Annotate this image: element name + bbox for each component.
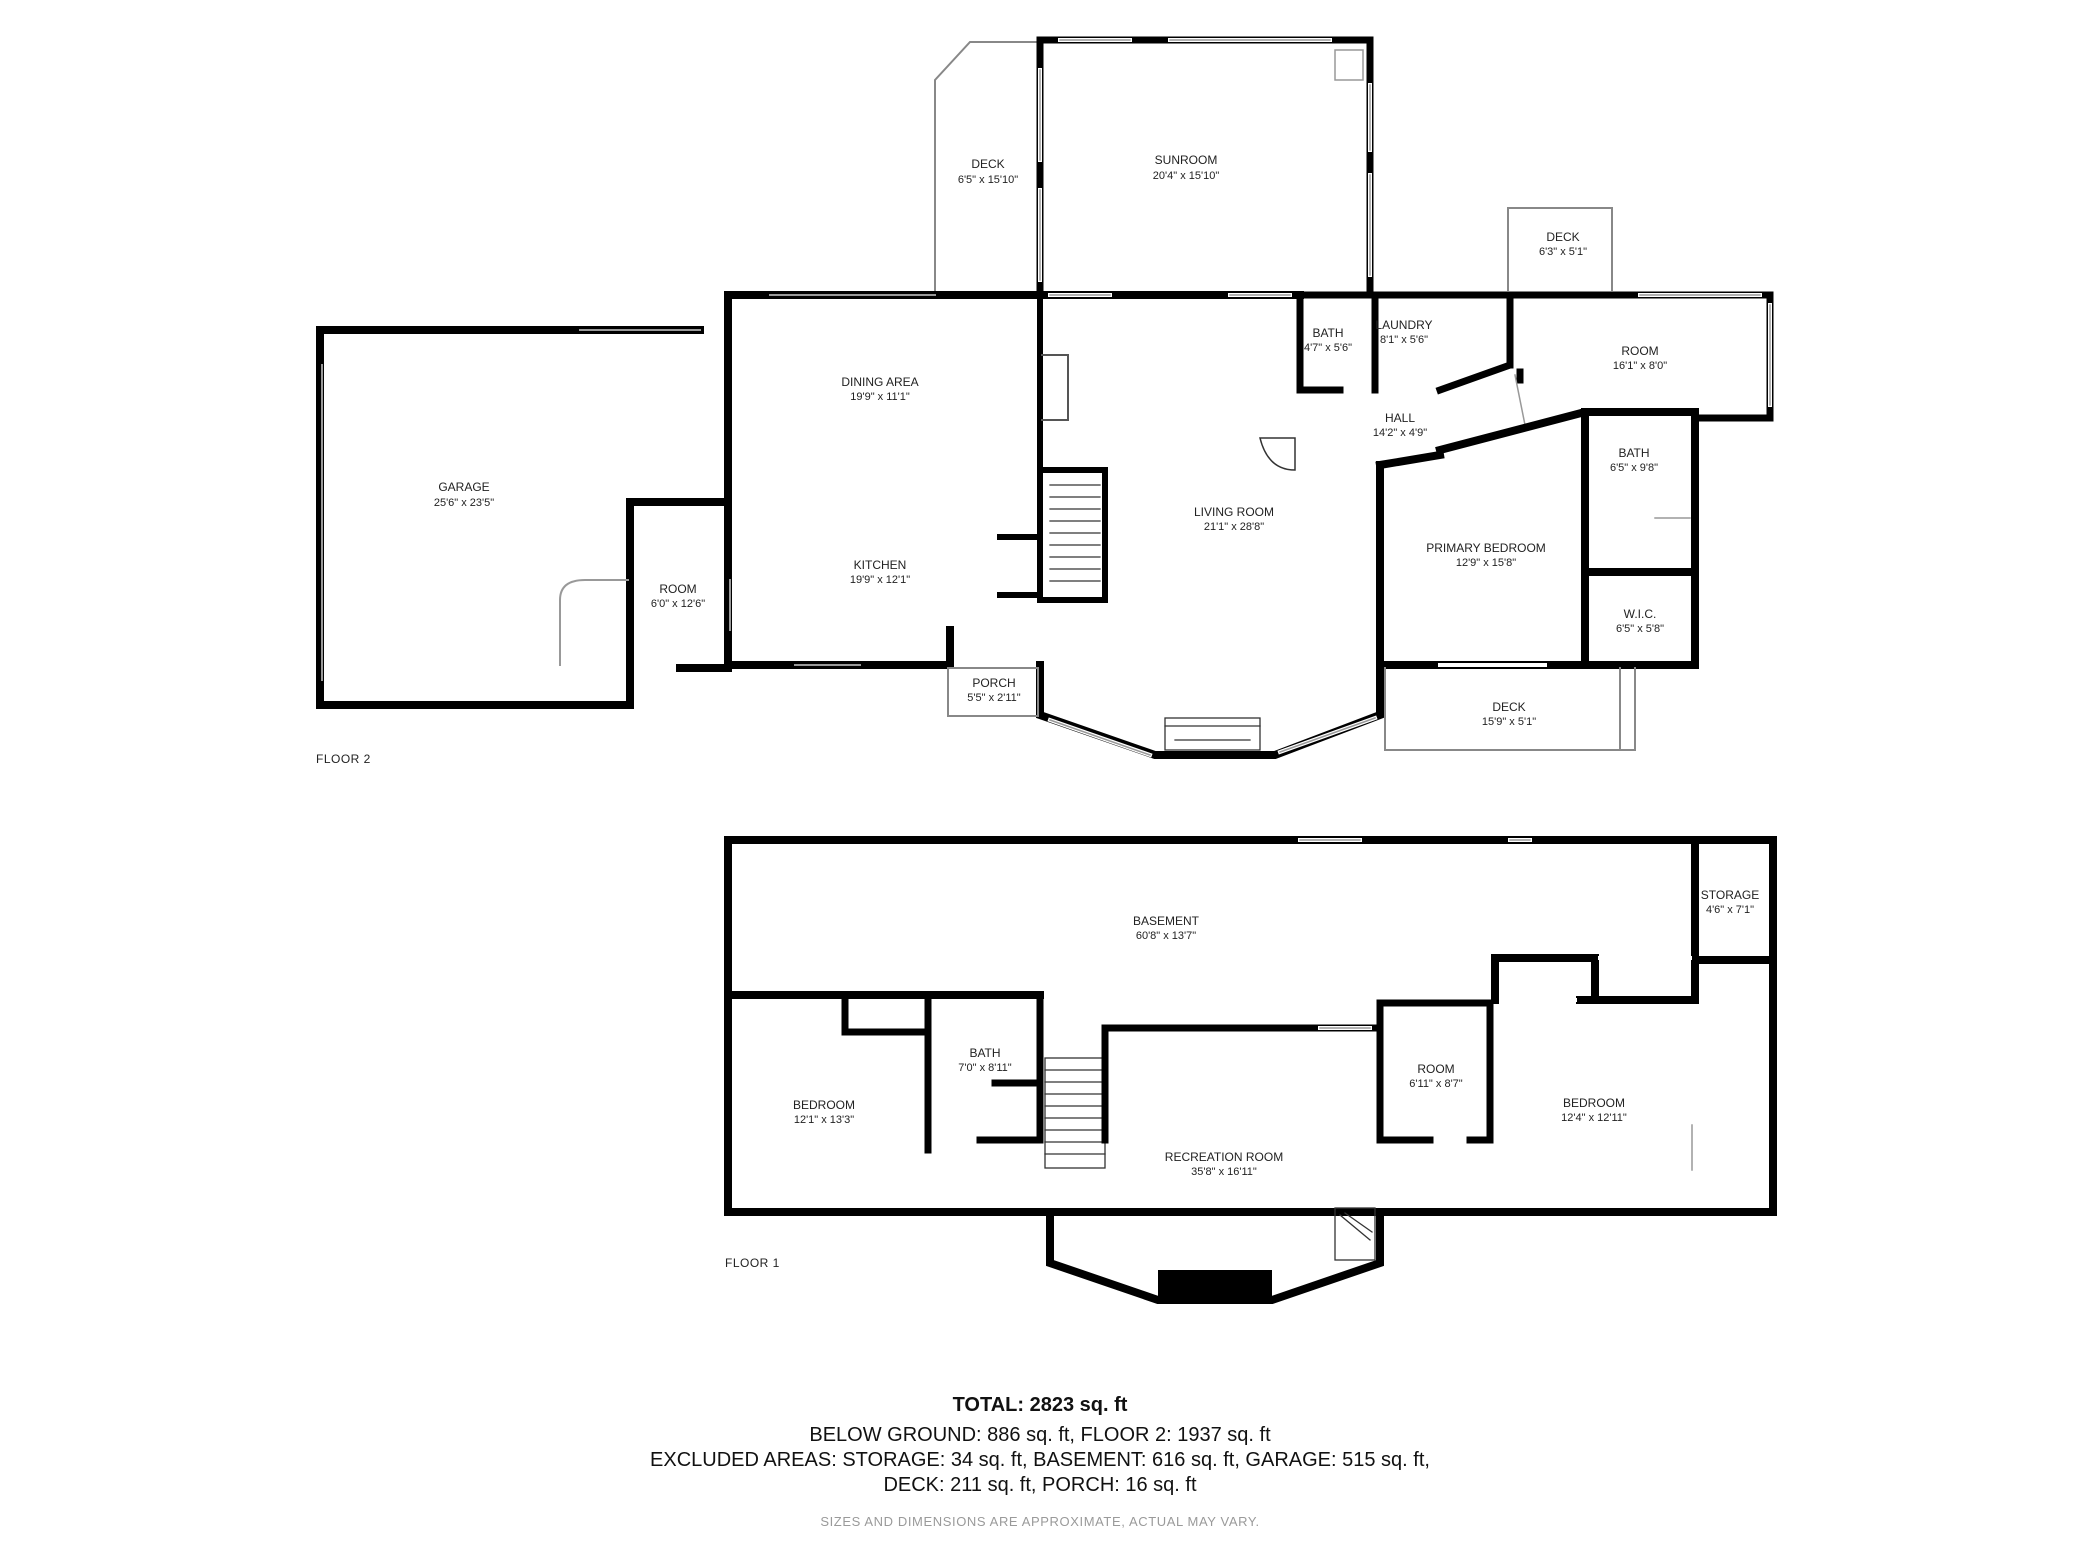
stair-walls bbox=[997, 292, 1108, 603]
room-dim-room-small: 6'0" x 12'6" bbox=[650, 598, 706, 610]
room-name-room-small: ROOM bbox=[659, 582, 697, 596]
disclaimer: SIZES AND DIMENSIONS ARE APPROXIMATE, AC… bbox=[820, 1514, 1260, 1529]
porch-outline bbox=[947, 667, 1039, 717]
room-name-living: LIVING ROOM bbox=[1193, 505, 1275, 519]
room-dim-living: 21'1" x 28'8" bbox=[1203, 521, 1265, 533]
room-dim-bedroom-right: 12'4" x 12'11" bbox=[1561, 1112, 1627, 1124]
small-deck-outline bbox=[1507, 207, 1613, 291]
room-name-bedroom-left: BEDROOM bbox=[792, 1098, 856, 1112]
room-dim-garage: 25'6" x 23'5" bbox=[433, 497, 495, 509]
lower-fireplace bbox=[1334, 1207, 1376, 1261]
room-dim-sunroom: 20'4" x 15'10" bbox=[1152, 170, 1220, 182]
dining-kitchen-walls bbox=[724, 291, 1044, 669]
room-dim-room-lower: 6'11" x 8'7" bbox=[1409, 1078, 1463, 1090]
lower-left-walls bbox=[841, 991, 1044, 1154]
garage-openings bbox=[321, 329, 701, 681]
room-name-bath-lower: BATH bbox=[969, 1046, 1001, 1060]
room-dim-dining: 19'9" x 11'1" bbox=[850, 391, 910, 403]
room-name-room-upper-right: ROOM bbox=[1621, 344, 1659, 358]
room-name-kitchen: KITCHEN bbox=[853, 558, 907, 572]
room-name-laundry: LAUNDRY bbox=[1375, 318, 1433, 332]
room-dim-bath-primary: 6'5" x 9'8" bbox=[1609, 462, 1659, 474]
room-name-bath-primary: BATH bbox=[1618, 446, 1650, 460]
room-dim-storage: 4'6" x 7'1" bbox=[1705, 904, 1755, 916]
room-dim-deck-lower: 15'9" x 5'1" bbox=[1481, 716, 1537, 728]
room-dim-porch: 5'5" x 2'11" bbox=[967, 692, 1021, 704]
basement-walls bbox=[724, 836, 1777, 1216]
floor-2-label: FLOOR 2 bbox=[316, 752, 371, 766]
room-name-garage: GARAGE bbox=[438, 480, 490, 494]
room-name-bath-upper: BATH bbox=[1312, 326, 1344, 340]
room-dim-recreation: 35'8" x 16'11" bbox=[1191, 1166, 1257, 1178]
room-dim-bedroom-left: 12'1" x 13'3" bbox=[793, 1114, 855, 1126]
room-dim-kitchen: 19'9" x 12'1" bbox=[849, 574, 911, 586]
lower-deck-outline bbox=[1384, 667, 1636, 751]
room-dim-basement: 60'8" x 13'7" bbox=[1135, 930, 1197, 942]
room-dim-wic: 6'5" x 5'8" bbox=[1615, 623, 1665, 635]
room-name-wic: W.I.C. bbox=[1623, 607, 1657, 621]
room-name-recreation: RECREATION ROOM bbox=[1164, 1150, 1284, 1164]
room-name-dining: DINING AREA bbox=[841, 375, 919, 389]
room-dim-laundry: 8'1" x 5'6" bbox=[1379, 334, 1429, 346]
primary-wing-walls bbox=[1376, 408, 1699, 669]
room-name-deck-small: DECK bbox=[1546, 230, 1580, 244]
floor-1-label: FLOOR 1 bbox=[725, 1256, 780, 1270]
room-name-sunroom: SUNROOM bbox=[1154, 153, 1218, 167]
garage-walls bbox=[316, 326, 732, 709]
room-name-deck-lower: DECK bbox=[1492, 700, 1526, 714]
lower-fireplace-hearth bbox=[1158, 1270, 1272, 1300]
room-dim-primary-bed: 12'9" x 15'8" bbox=[1455, 557, 1517, 569]
room-name-basement: BASEMENT bbox=[1132, 914, 1200, 928]
room-dim-deck-top: 6'5" x 15'10" bbox=[957, 174, 1019, 186]
room-name-hall: HALL bbox=[1384, 411, 1416, 425]
room-dim-room-upper-right: 16'1" x 8'0" bbox=[1612, 360, 1668, 372]
room-name-primary-bed: PRIMARY BEDROOM bbox=[1426, 541, 1546, 555]
room-name-storage: STORAGE bbox=[1700, 888, 1760, 902]
room-name-deck-top: DECK bbox=[971, 157, 1005, 171]
recreation-walls bbox=[1101, 999, 1494, 1144]
room-name-room-lower: ROOM bbox=[1417, 1062, 1455, 1076]
room-dim-hall: 14'2" x 4'9" bbox=[1372, 427, 1428, 439]
stairs bbox=[1049, 484, 1101, 582]
room-name-porch: PORCH bbox=[972, 676, 1016, 690]
area-breakdown-line-3: DECK: 211 sq. ft, PORCH: 16 sq. ft bbox=[883, 1474, 1197, 1496]
area-breakdown-line-2: EXCLUDED AREAS: STORAGE: 34 sq. ft, BASE… bbox=[650, 1449, 1430, 1471]
lower-stairs bbox=[1044, 1057, 1106, 1169]
area-breakdown-line-1: BELOW GROUND: 886 sq. ft, FLOOR 2: 1937 … bbox=[809, 1424, 1271, 1446]
room-name-bedroom-right: BEDROOM bbox=[1562, 1096, 1626, 1110]
room-dim-deck-small: 6'3" x 5'1" bbox=[1538, 246, 1588, 258]
total-area: TOTAL: 2823 sq. ft bbox=[952, 1394, 1128, 1416]
living-fireplace bbox=[1164, 717, 1261, 751]
room-dim-bath-lower: 7'0" x 8'11" bbox=[958, 1062, 1012, 1074]
room-dim-bath-upper: 4'7" x 5'6" bbox=[1303, 342, 1353, 354]
